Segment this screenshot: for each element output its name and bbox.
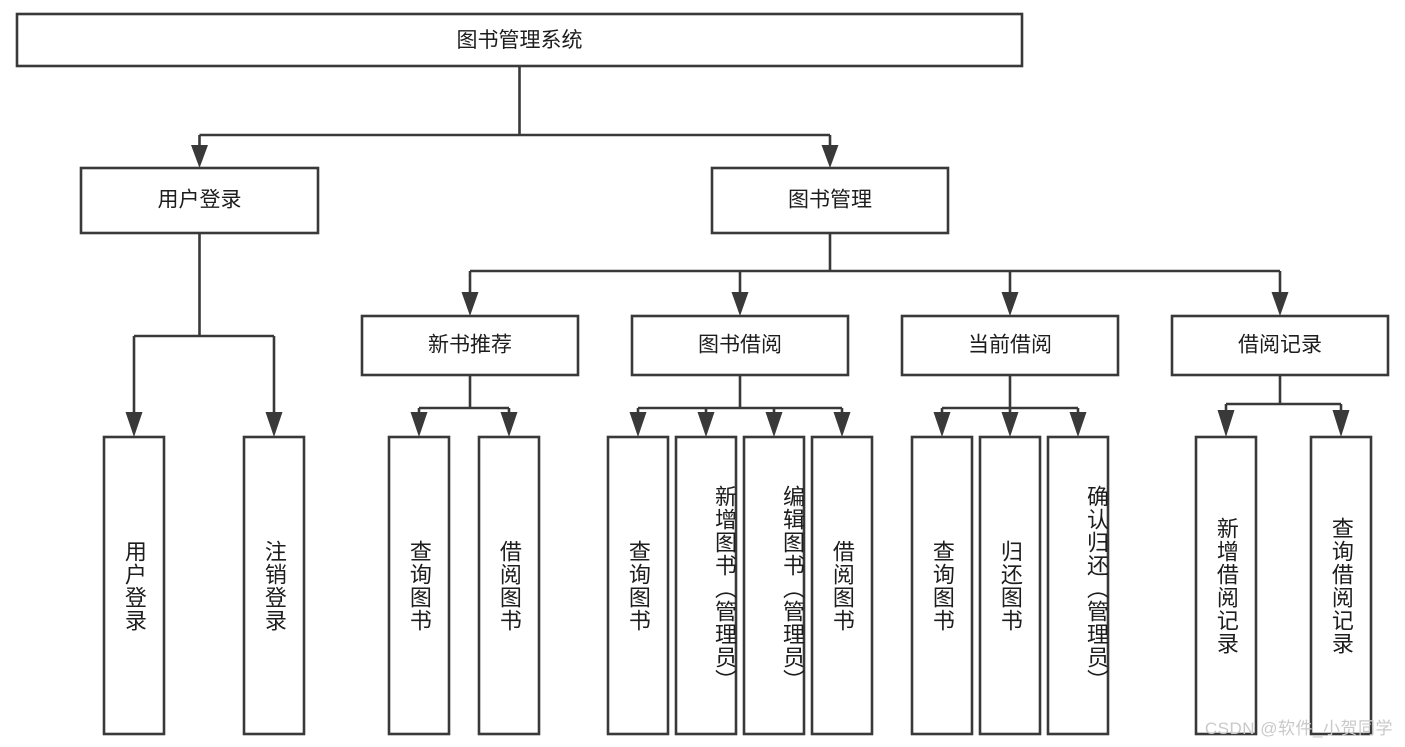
- leaf-box-add-borrow-record[interactable]: [1194, 435, 1258, 736]
- node-new-book-recommend-label: 新书推荐: [428, 334, 512, 357]
- leaf-box-confirm-return-admin[interactable]: [1046, 435, 1110, 736]
- connector-borrow-record-to-leaves: [1217, 375, 1350, 437]
- connector-book-management-to-level3: [461, 233, 1289, 316]
- leaf-box-borrow-book[interactable]: [810, 435, 874, 736]
- leaf-box-query-borrow-record[interactable]: [1309, 435, 1373, 736]
- node-new-book-recommend[interactable]: 新书推荐: [360, 314, 580, 377]
- node-user-login[interactable]: 用户登录: [79, 166, 320, 235]
- leaf-box-return-book[interactable]: [978, 435, 1042, 736]
- node-book-borrow-label: 图书借阅: [698, 334, 782, 357]
- leaf-box-borrow-book-recommend[interactable]: [477, 435, 541, 736]
- csdn-watermark: CSDN @软件_小贺同学: [1204, 719, 1393, 738]
- node-borrow-record[interactable]: 借阅记录: [1170, 314, 1390, 377]
- node-root-label: 图书管理系统: [457, 29, 583, 52]
- leaf-box-query-book-current[interactable]: [910, 435, 974, 736]
- connector-new-book-recommend-to-leaves: [410, 375, 518, 437]
- node-book-management-label: 图书管理: [788, 189, 872, 212]
- connector-user-login-to-leaves: [125, 233, 283, 437]
- node-root-book-management-system[interactable]: 图书管理系统: [15, 12, 1024, 68]
- node-user-login-label: 用户登录: [158, 189, 242, 212]
- node-book-borrow[interactable]: 图书借阅: [630, 314, 850, 377]
- node-borrow-record-label: 借阅记录: [1238, 334, 1322, 357]
- node-current-borrow[interactable]: 当前借阅: [900, 314, 1120, 377]
- leaf-box-logout-login[interactable]: [242, 435, 306, 736]
- leaf-box-group: [102, 435, 1373, 736]
- leaf-box-query-book-recommend[interactable]: [387, 435, 451, 736]
- connector-book-borrow-to-leaves: [629, 375, 851, 437]
- leaf-box-user-login[interactable]: [102, 435, 166, 736]
- node-current-borrow-label: 当前借阅: [968, 334, 1052, 357]
- node-book-management[interactable]: 图书管理: [710, 166, 950, 235]
- connector-current-borrow-to-leaves: [933, 375, 1087, 437]
- leaf-box-query-book-borrow[interactable]: [606, 435, 670, 736]
- leaf-box-add-book-admin[interactable]: [674, 435, 738, 736]
- connector-root-to-level2: [191, 66, 839, 168]
- leaf-box-edit-book-admin[interactable]: [742, 435, 806, 736]
